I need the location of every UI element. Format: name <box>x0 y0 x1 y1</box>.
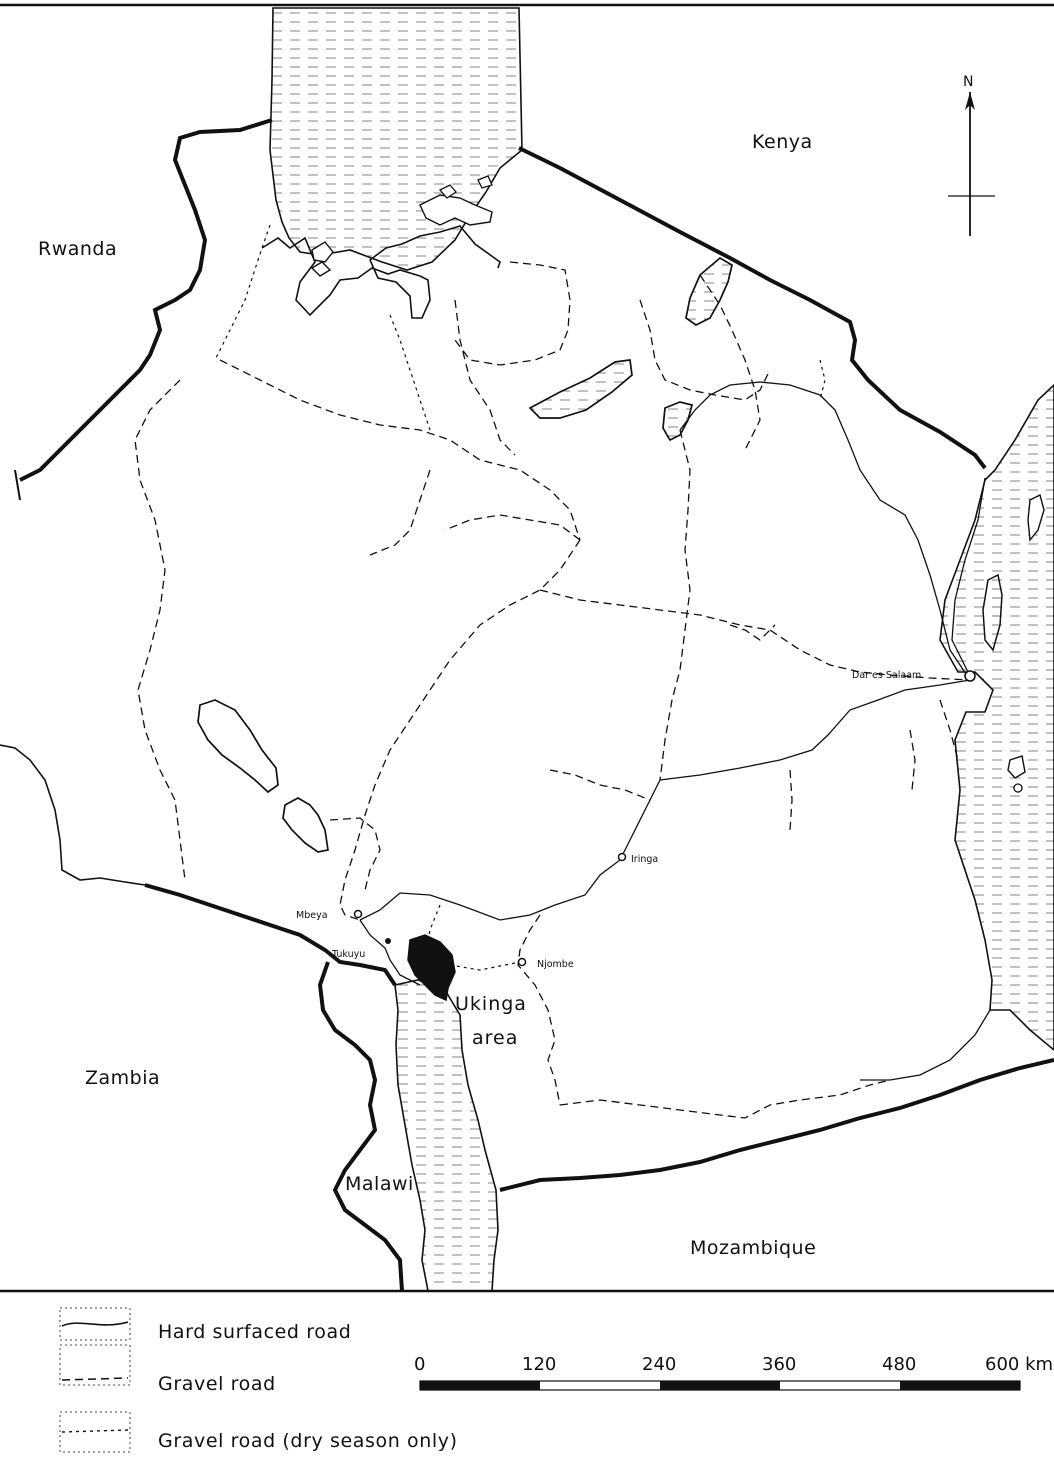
town-marker-iringa <box>617 852 627 862</box>
legend-label-gravel: Gravel road <box>158 1373 276 1395</box>
lake-victoria <box>269 7 523 271</box>
town-marker-tukuyu <box>385 938 391 944</box>
road-hard-tukuyu <box>359 919 421 986</box>
scale-segment-1 <box>420 1381 540 1390</box>
border-west-stub <box>14 469 21 501</box>
border-mozambique <box>499 1058 1054 1192</box>
town-label-njombe: Njombe <box>537 959 574 970</box>
lake-island-2 <box>310 261 332 277</box>
border-malawi-west <box>317 961 404 1292</box>
town-label-mbeya: Mbeya <box>296 910 328 921</box>
scale-tick-2: 240 <box>642 1354 676 1375</box>
legend-label-gravel-dry: Gravel road (dry season only) <box>158 1430 458 1452</box>
lake-small-southwest <box>282 797 329 853</box>
country-label-zambia: Zambia <box>85 1067 160 1089</box>
border-zambia <box>144 883 397 987</box>
scale-tick-1: 120 <box>522 1354 556 1375</box>
legend-swatch-hard-surfaced <box>59 1307 131 1341</box>
scale-segment-3 <box>660 1381 780 1390</box>
country-label-rwanda: Rwanda <box>38 238 117 260</box>
scale-tick-5: 600 km <box>985 1354 1053 1375</box>
lake-eyasi <box>528 359 633 419</box>
legend-item-gravel: Gravel road <box>59 1344 276 1395</box>
indian-ocean <box>939 383 1054 1052</box>
lake-island-ukerewe <box>419 194 493 226</box>
road-hard-south-coast <box>860 1009 991 1081</box>
lake-rukwa <box>197 699 279 794</box>
legend-swatch-gravel <box>59 1344 131 1386</box>
town-label-tukuyu: Tukuyu <box>331 949 365 960</box>
ukinga-area-shape <box>407 934 456 1002</box>
lake-island-3 <box>438 184 457 199</box>
north-arrow: N <box>948 74 995 236</box>
area-label-area: area <box>472 1027 518 1049</box>
road-hard-coast-north <box>679 381 971 681</box>
lake-tanganyika-edge <box>0 744 146 886</box>
legend: Hard surfaced road Gravel road Gravel ro… <box>59 1307 458 1453</box>
town-label-dar-es-salaam: Dar es Salaam <box>852 670 921 681</box>
road-hard-tanga <box>951 477 986 673</box>
scale-bar: 0 120 240 360 480 600 km <box>414 1354 1053 1391</box>
town-marker-mbeya <box>353 909 363 919</box>
town-marker-dar-es-salaam <box>964 670 976 682</box>
scale-tick-3: 360 <box>762 1354 796 1375</box>
legend-item-gravel-dry: Gravel road (dry season only) <box>59 1411 458 1453</box>
island-zanzibar <box>982 573 1003 652</box>
scale-tick-4: 480 <box>882 1354 916 1375</box>
lake-island-1 <box>311 241 334 263</box>
island-mafia-small <box>1013 783 1023 793</box>
dry-season-road-network <box>214 224 826 976</box>
island-pemba <box>1027 493 1045 542</box>
island-mafia <box>1007 755 1026 779</box>
area-label-ukinga: Ukinga <box>455 993 527 1015</box>
town-marker-njombe <box>517 957 527 967</box>
lake-victoria-south-shore <box>261 225 501 319</box>
lake-natron <box>685 256 733 326</box>
gravel-road-network <box>134 261 971 1119</box>
north-arrow-label: N <box>963 74 973 90</box>
legend-item-hard-surfaced: Hard surfaced road <box>59 1307 351 1343</box>
scale-tick-0: 0 <box>414 1354 425 1375</box>
country-label-kenya: Kenya <box>752 131 813 153</box>
legend-swatch-gravel-dry <box>59 1411 131 1453</box>
border-kenya <box>518 146 987 470</box>
country-label-mozambique: Mozambique <box>690 1237 816 1259</box>
scale-segment-5 <box>900 1381 1020 1390</box>
lake-malawi <box>394 979 499 1292</box>
lake-island-4 <box>477 175 493 189</box>
road-hard-dar-iringa-mbeya <box>359 679 971 921</box>
lake-manyara <box>662 401 694 442</box>
town-label-iringa: Iringa <box>631 854 658 865</box>
country-label-malawi: Malawi <box>345 1173 414 1195</box>
border-rwanda-burundi <box>19 118 273 482</box>
legend-label-hard-surfaced: Hard surfaced road <box>158 1321 351 1343</box>
